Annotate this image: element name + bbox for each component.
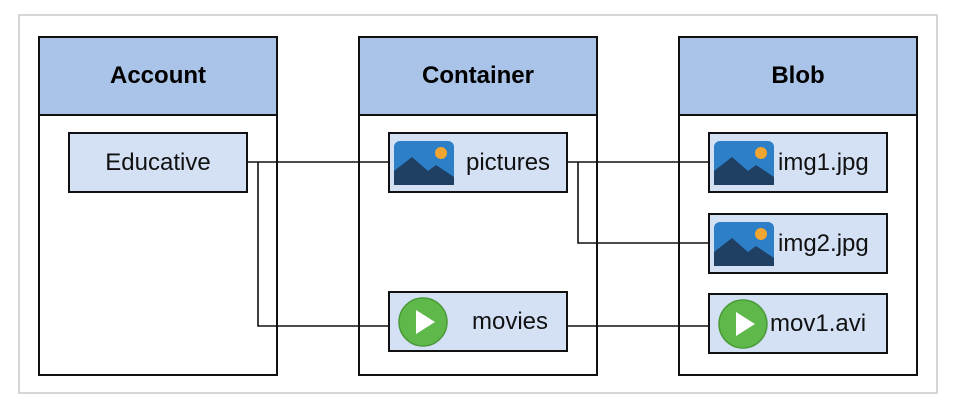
node-img2-label: img2.jpg xyxy=(778,229,869,257)
node-img1-label: img1.jpg xyxy=(778,148,869,176)
node-movies-label: movies xyxy=(472,307,549,335)
image-icon xyxy=(714,140,774,185)
image-icon xyxy=(714,221,774,266)
node-movies[interactable]: movies xyxy=(388,291,568,352)
node-pictures-label: pictures xyxy=(466,148,551,176)
play-icon xyxy=(398,296,448,347)
account-header: Account xyxy=(40,38,276,116)
node-educative[interactable]: Educative xyxy=(68,132,248,193)
account-column: Account xyxy=(38,36,278,376)
container-header: Container xyxy=(360,38,596,116)
image-icon xyxy=(394,140,454,185)
play-icon xyxy=(718,298,768,349)
node-img2[interactable]: img2.jpg xyxy=(708,213,888,274)
node-mov1-label: mov1.avi xyxy=(770,309,867,337)
node-mov1[interactable]: mov1.avi xyxy=(708,293,888,354)
node-pictures[interactable]: pictures xyxy=(388,132,568,193)
blob-header: Blob xyxy=(680,38,916,116)
node-img1[interactable]: img1.jpg xyxy=(708,132,888,193)
node-educative-label: Educative xyxy=(105,148,211,176)
